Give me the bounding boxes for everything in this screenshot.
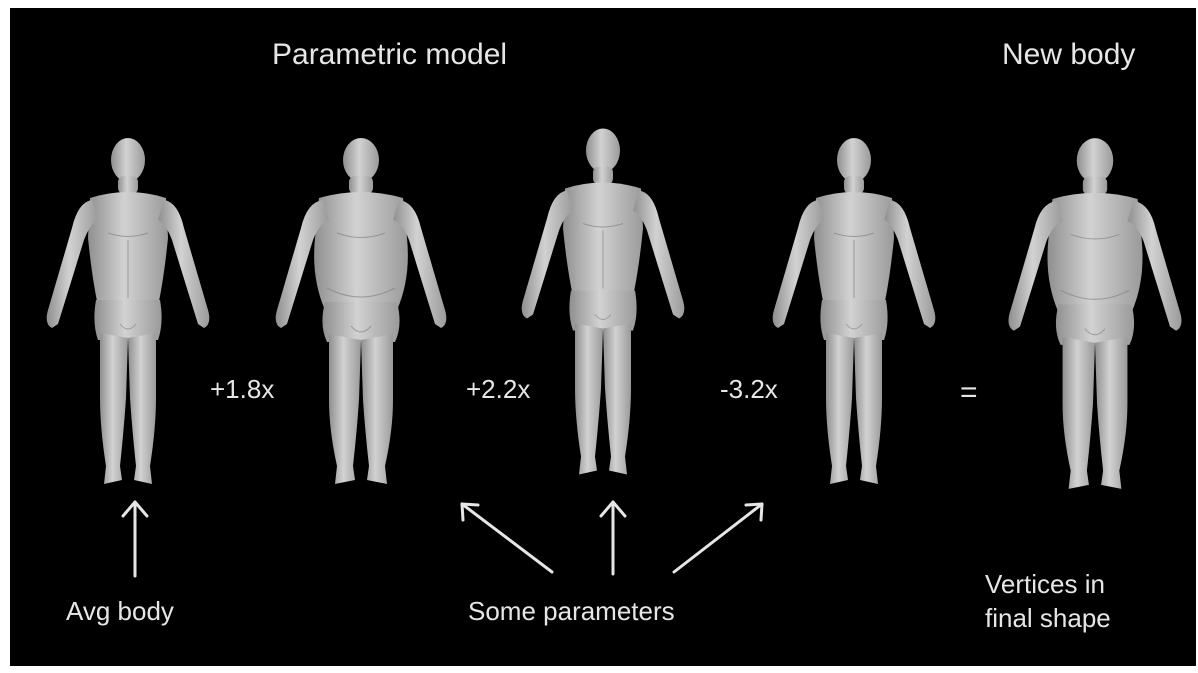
avg-body-arrow-icon (123, 502, 147, 576)
some-parameters-label: Some parameters (468, 595, 675, 627)
param-arrow-left-icon (462, 504, 552, 572)
vertices-label-line1: Vertices in (985, 568, 1105, 600)
avg-body-label: Avg body (66, 595, 174, 627)
param-arrow-right-icon (674, 504, 762, 572)
diagram-canvas: Parametric model New body +1.8x +2.2x -3… (10, 8, 1196, 666)
param-arrow-up-icon (601, 502, 625, 574)
vertices-label-line2: final shape (985, 602, 1111, 634)
